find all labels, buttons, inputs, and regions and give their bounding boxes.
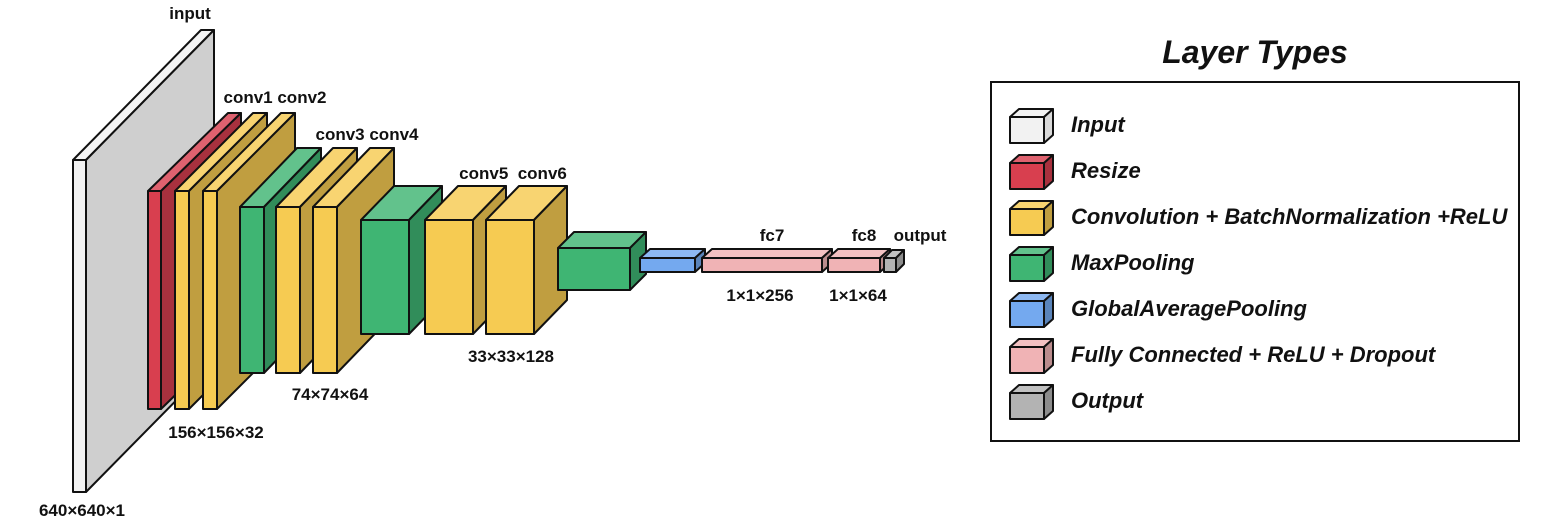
legend-swatch-output xyxy=(1009,384,1054,420)
legend-cube-gap-front-face xyxy=(1009,300,1045,328)
legend-cube-conv-front-face xyxy=(1009,208,1045,236)
legend-swatch-resize xyxy=(1009,154,1054,190)
legend-swatch-conv xyxy=(1009,200,1054,236)
legend-cube-resize-front-face xyxy=(1009,162,1045,190)
legend-cube-input-front-face xyxy=(1009,116,1045,144)
legend-cube-maxpool xyxy=(1009,246,1054,282)
block-output xyxy=(883,249,905,273)
block-maxpool2-front-face xyxy=(360,219,410,335)
legend-cube-fc-front-face xyxy=(1009,346,1045,374)
block-fc8 xyxy=(827,248,891,273)
label-output: output xyxy=(894,226,947,245)
label-fc7: fc7 xyxy=(760,226,785,245)
label-input: input xyxy=(169,4,211,23)
legend-label-gap: GlobalAveragePooling xyxy=(1071,296,1307,321)
legend-label-maxpool: MaxPooling xyxy=(1071,250,1195,275)
legend-title: Layer Types xyxy=(1162,34,1348,70)
label-conv1-conv2: conv1 conv2 xyxy=(224,88,327,107)
block-conv6-front-face xyxy=(485,219,535,335)
legend-label-output: Output xyxy=(1071,388,1144,413)
legend-cube-output-front-face xyxy=(1009,392,1045,420)
legend-swatch-maxpool xyxy=(1009,246,1054,282)
dim-stage2: 74×74×64 xyxy=(292,385,369,404)
legend-swatch-fc xyxy=(1009,338,1054,374)
block-maxpool1-front-face xyxy=(239,206,265,374)
block-output-front-face xyxy=(883,257,897,273)
block-fc7-front-face xyxy=(701,257,823,273)
block-gap xyxy=(639,248,706,273)
legend-cube-gap xyxy=(1009,292,1054,328)
block-conv5 xyxy=(424,185,507,335)
dim-stage1: 156×156×32 xyxy=(168,423,264,442)
legend-cube-output xyxy=(1009,384,1054,420)
block-gap-front-face xyxy=(639,257,696,273)
label-conv3-conv4: conv3 conv4 xyxy=(316,125,420,144)
block-maxpool3 xyxy=(557,231,647,291)
legend-label-fc: Fully Connected + ReLU + Dropout xyxy=(1071,342,1436,367)
block-conv4-front-face xyxy=(312,206,338,374)
block-maxpool3-front-face xyxy=(557,247,631,291)
label-conv5-conv6: conv5 conv6 xyxy=(459,164,567,183)
dim-fc8: 1×1×64 xyxy=(829,286,887,305)
block-input-front-face xyxy=(72,159,87,493)
block-conv5-front-face xyxy=(424,219,474,335)
block-conv6 xyxy=(485,185,568,335)
legend-swatch-input xyxy=(1009,108,1054,144)
legend-label-input: Input xyxy=(1071,112,1125,137)
block-fc7 xyxy=(701,248,833,273)
block-conv3-front-face xyxy=(275,206,301,374)
legend-cube-fc xyxy=(1009,338,1054,374)
block-conv2-front-face xyxy=(202,190,218,410)
layer-blocks xyxy=(72,29,905,493)
legend-cube-conv xyxy=(1009,200,1054,236)
block-fc7-top-face xyxy=(701,248,833,259)
block-resize-front-face xyxy=(147,190,162,410)
block-fc8-front-face xyxy=(827,257,881,273)
legend-cube-input xyxy=(1009,108,1054,144)
legend-cube-maxpool-front-face xyxy=(1009,254,1045,282)
label-fc8: fc8 xyxy=(852,226,877,245)
legend-label-resize: Resize xyxy=(1071,158,1141,183)
legend-box xyxy=(990,81,1520,442)
dim-fc7: 1×1×256 xyxy=(726,286,793,305)
dim-input: 640×640×1 xyxy=(39,501,125,520)
block-conv1-front-face xyxy=(174,190,190,410)
legend-swatch-gap xyxy=(1009,292,1054,328)
legend-cube-resize xyxy=(1009,154,1054,190)
dim-stage3: 33×33×128 xyxy=(468,347,554,366)
legend-label-conv: Convolution + BatchNormalization +ReLU xyxy=(1071,204,1508,229)
